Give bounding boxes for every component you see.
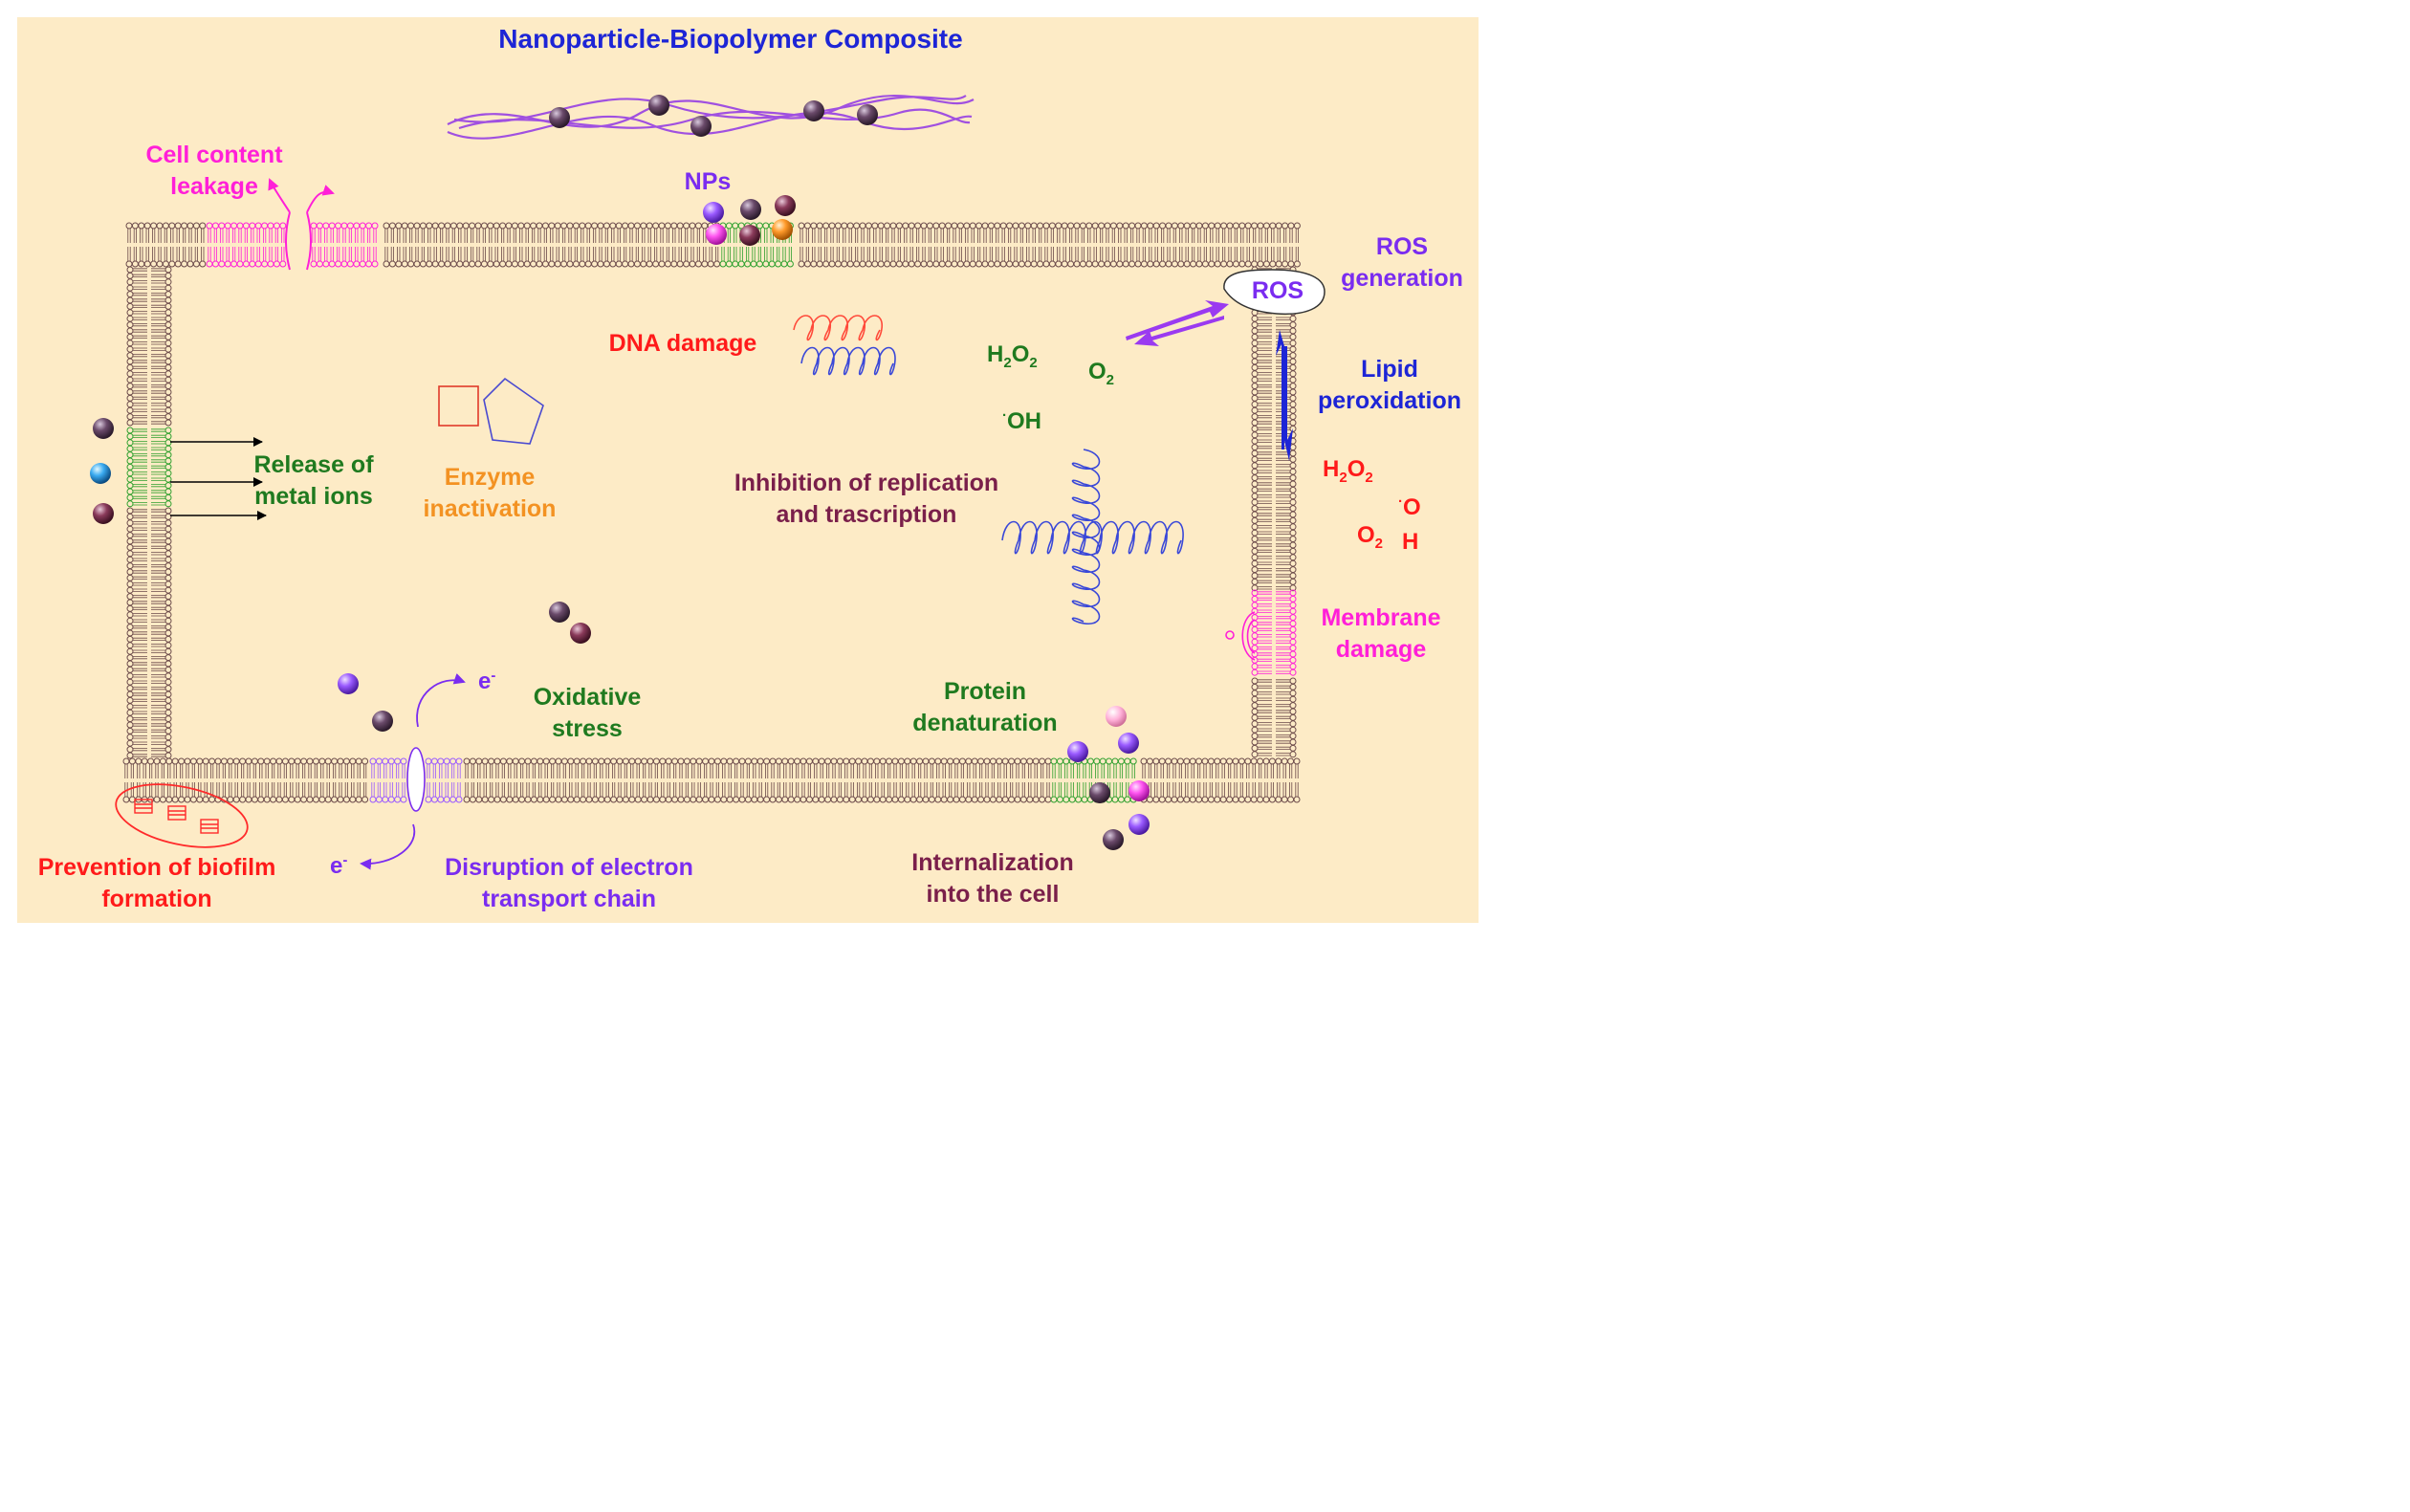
membrane-left: [126, 507, 172, 759]
species-oh-radical-inside: ·OH: [1002, 407, 1041, 434]
electron-top: e-: [478, 668, 496, 694]
membrane-right: [1251, 266, 1297, 592]
surface-nanoparticles: [703, 195, 796, 246]
membrane-bottom: [463, 757, 1052, 803]
species-h-right: H: [1402, 529, 1419, 555]
diagram-canvas: Nanoparticle-Biopolymer Composite Cell c…: [0, 0, 1500, 940]
label-dna-damage: DNA damage: [608, 330, 757, 357]
species-o2-inside: O2: [1088, 359, 1115, 388]
ros-bubble-label: ROS: [1251, 277, 1304, 304]
ros-equilibrium-arrows: [1126, 300, 1229, 346]
ros-bubble: [1223, 269, 1326, 316]
biofilm-organelle: [115, 783, 249, 848]
enzyme-shapes: [438, 377, 544, 445]
dna-helix: [793, 315, 896, 376]
biopolymer-fibers: [447, 94, 975, 140]
internalization-particles: [1067, 706, 1150, 850]
metal-ion-arrows: [170, 437, 267, 520]
membrane-right: [1251, 677, 1297, 758]
membrane-right-damage: [1251, 589, 1297, 676]
membrane-top-leak-right: [310, 222, 379, 268]
species-o2-right: O2: [1357, 522, 1384, 552]
membrane-top: [798, 222, 1301, 268]
lipid-peroxidation-arrows: [1276, 330, 1293, 461]
membrane-top: [125, 222, 207, 268]
membrane-bottom: [122, 757, 369, 803]
oxidative-particles: [338, 602, 591, 732]
membrane-bottom-etc: [369, 757, 407, 803]
page-title: Nanoparticle-Biopolymer Composite: [498, 24, 963, 54]
etc-channel: [360, 673, 466, 870]
leakage-pore: [268, 178, 335, 271]
diagram-background: [17, 17, 1479, 923]
species-h2o2-right: H2O2: [1323, 456, 1373, 486]
metal-ion-particles: [90, 418, 114, 524]
species-h2o2-inside: H2O2: [987, 341, 1038, 371]
replication-helix: [1001, 449, 1184, 625]
electron-bottom: e-: [330, 852, 348, 879]
membrane-top-leak-left: [206, 222, 287, 268]
membrane-bottom-etc: [425, 757, 463, 803]
membrane-bottom: [1140, 757, 1301, 803]
composite-nanoparticles: [549, 95, 878, 137]
membrane-left-ions: [126, 427, 172, 508]
cell-illustration: [90, 94, 1326, 870]
membrane-top: [383, 222, 721, 268]
species-o-radical-right: ·O: [1398, 493, 1421, 520]
label-nps: NPs: [684, 168, 732, 195]
membrane-damage-vesicle: [1225, 611, 1256, 661]
membrane-left: [126, 266, 172, 427]
